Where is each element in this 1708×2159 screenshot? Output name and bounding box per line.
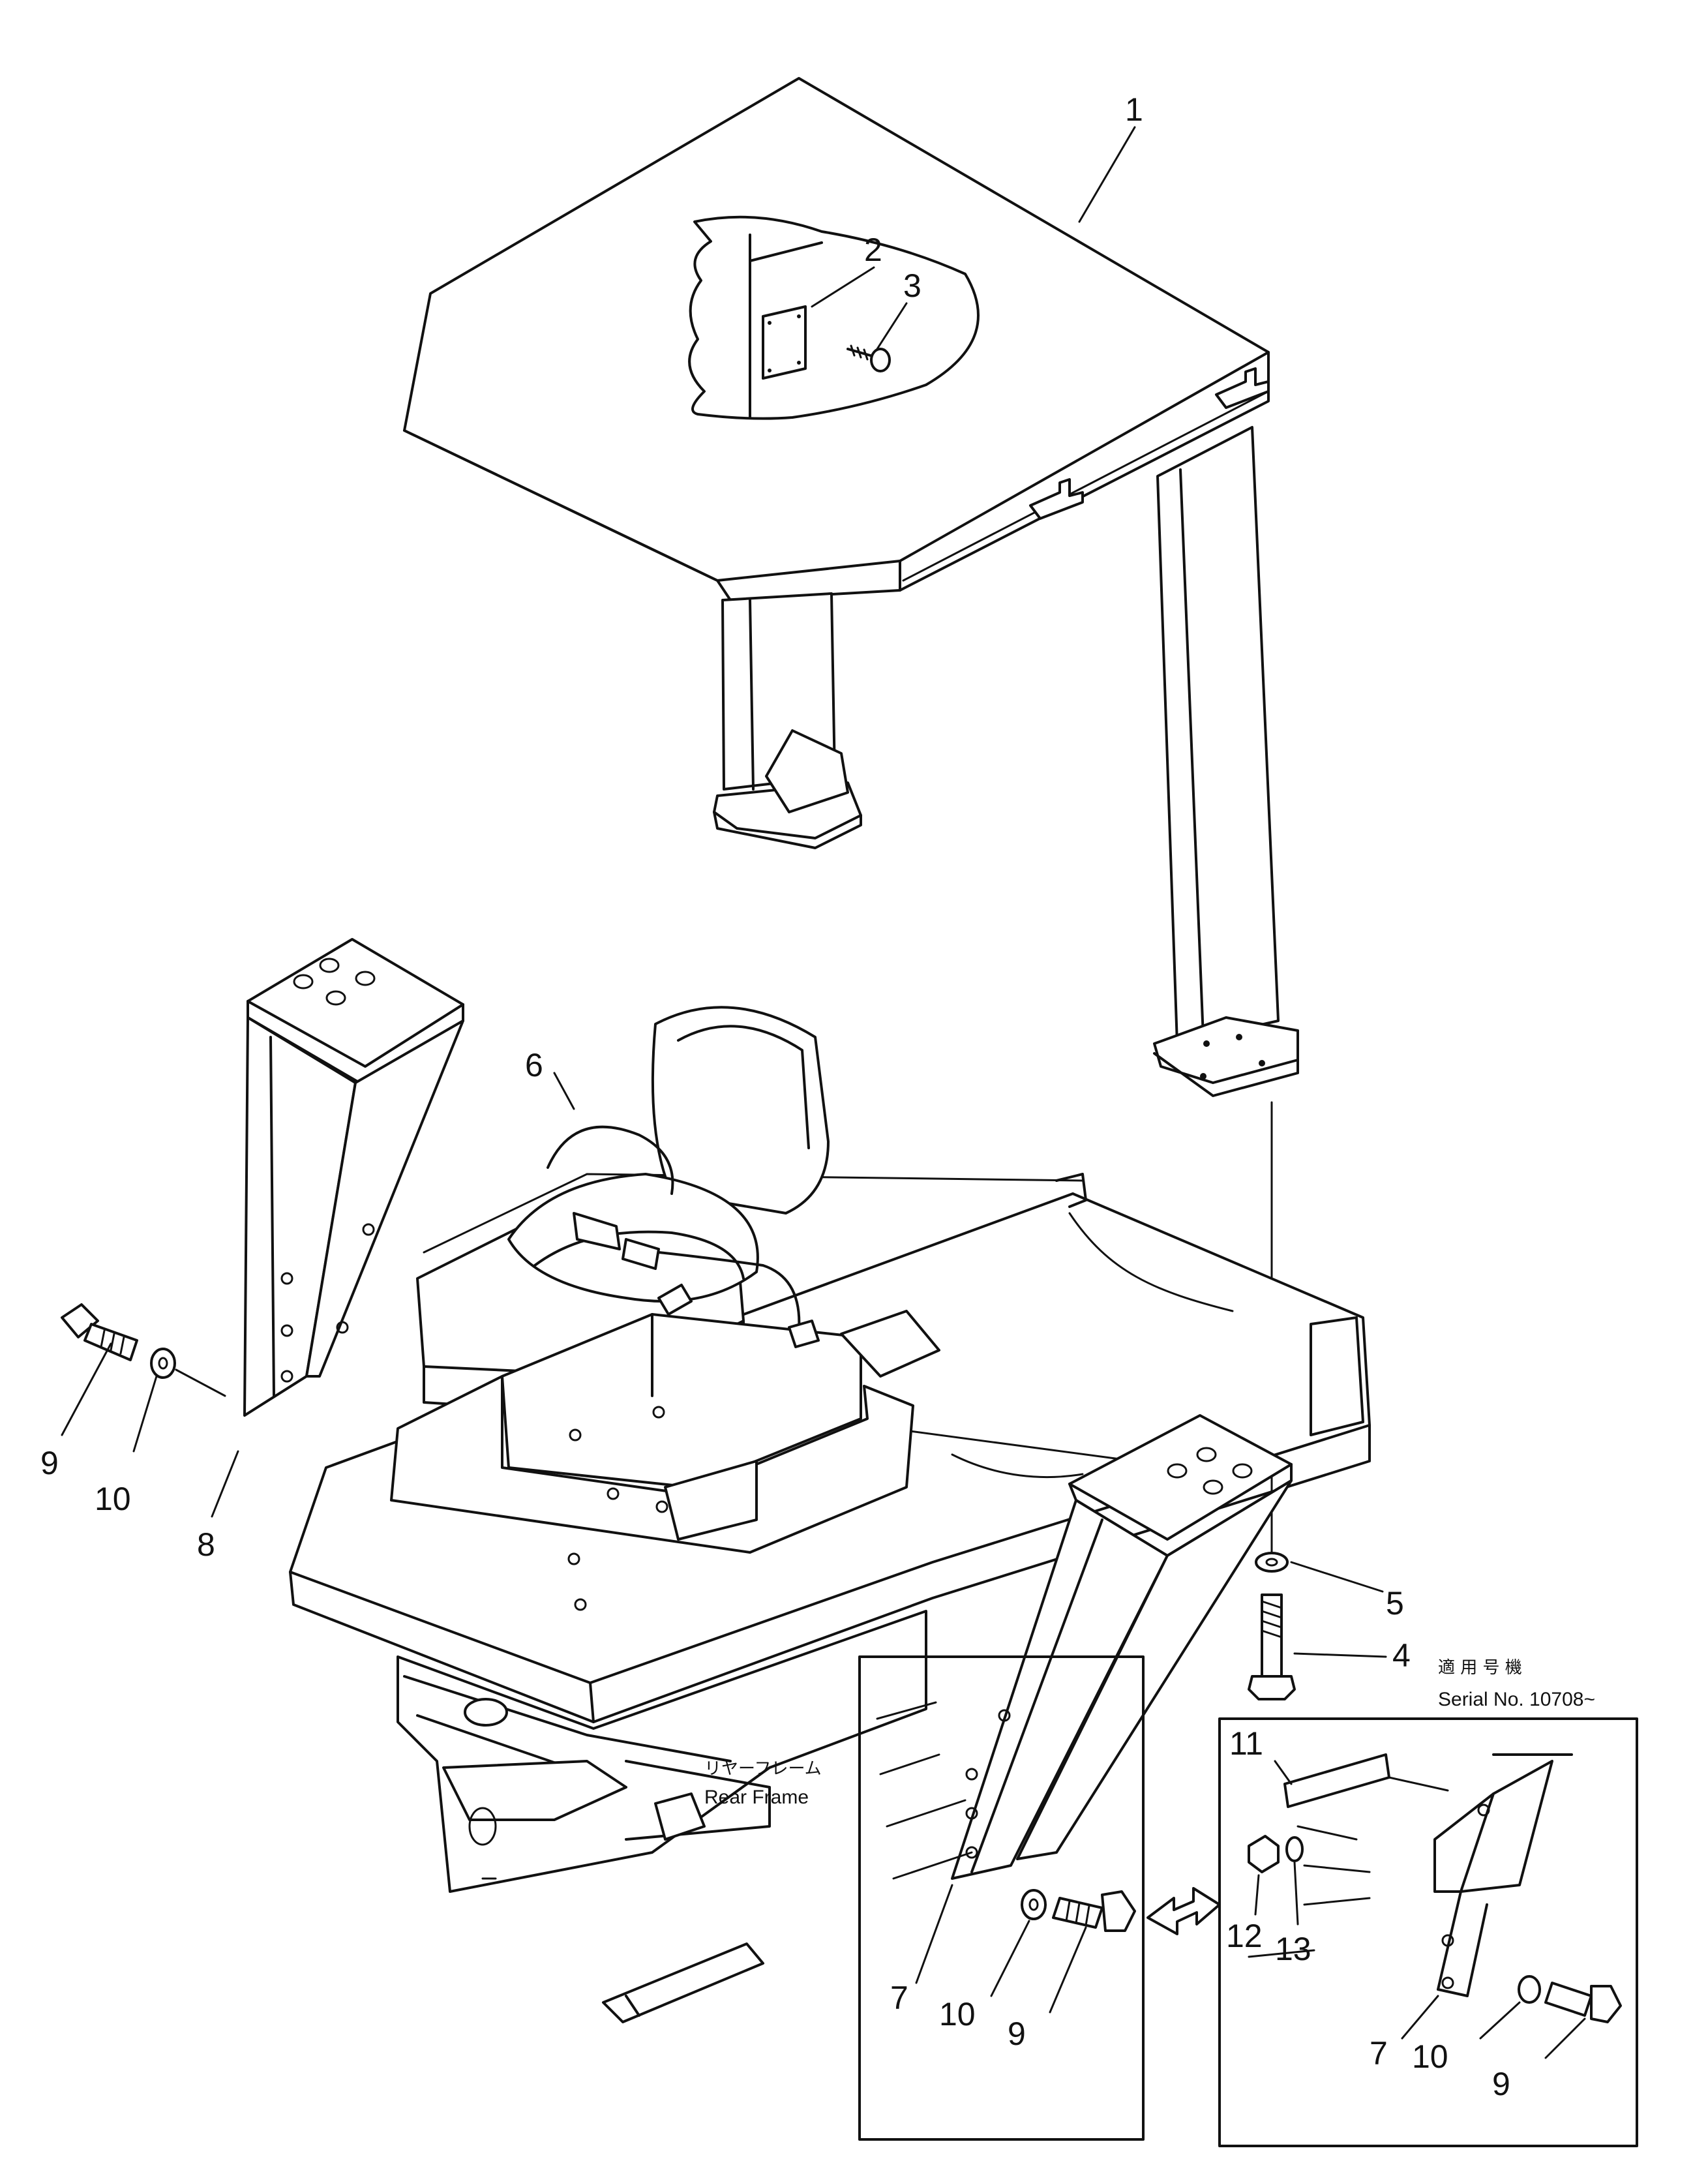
- callout-4: 4: [1392, 1637, 1411, 1674]
- callout-9-main: 9: [1008, 2016, 1026, 2052]
- washer-left-part: [150, 1348, 176, 1379]
- leader-10c: [1479, 2001, 1521, 2040]
- rear-frame-body: [289, 1006, 1371, 2023]
- alternative-arrow-icon: [1146, 1887, 1221, 1935]
- washer-part: [1255, 1552, 1289, 1573]
- callout-9-left: 9: [40, 1445, 59, 1481]
- canopy-post-left: [713, 592, 862, 849]
- nameplate-part: [762, 305, 807, 380]
- leader-7b: [1401, 1995, 1439, 2040]
- callout-10-left: 10: [95, 1481, 131, 1517]
- assembly-line-left: [175, 1368, 226, 1397]
- canopy-roof: [403, 77, 1270, 601]
- bolt-part: [1248, 1593, 1296, 1700]
- leader-10b: [990, 1920, 1030, 1997]
- callout-10-alt: 10: [1412, 2038, 1448, 2075]
- leader-5: [1290, 1561, 1384, 1593]
- inset-box-alternative: [1218, 1717, 1638, 2147]
- bracket-left-part: [243, 938, 464, 1417]
- inset-box-main: [858, 1655, 1145, 2141]
- rear-frame-label-en: Rear Frame: [704, 1787, 809, 1808]
- leader-2: [811, 266, 875, 308]
- callout-10-main: 10: [939, 1996, 976, 2032]
- leader-13: [1293, 1861, 1299, 1925]
- leader-9a: [61, 1342, 112, 1436]
- leader-7a: [915, 1884, 953, 1984]
- callout-7-alt: 7: [1370, 2035, 1388, 2072]
- callout-6: 6: [525, 1047, 543, 1083]
- rivet-part: [847, 344, 891, 372]
- callout-2: 2: [864, 232, 882, 268]
- bracket-right-part: [951, 1414, 1293, 1880]
- callout-13: 13: [1275, 1931, 1311, 1967]
- leader-6: [553, 1072, 575, 1110]
- callout-3: 3: [903, 267, 921, 304]
- seat-belt-part: [547, 1125, 820, 1348]
- callout-11: 11: [1229, 1725, 1263, 1762]
- rear-frame-label-jp: リヤーフレーム: [704, 1759, 822, 1779]
- callout-9-alt: 9: [1492, 2066, 1510, 2102]
- leader-1: [1078, 126, 1136, 223]
- serial-note-jp: 適 用 号 機: [1438, 1658, 1522, 1678]
- callout-12: 12: [1226, 1918, 1263, 1954]
- callout-7-main: 7: [890, 1980, 908, 2016]
- leader-12: [1254, 1874, 1260, 1916]
- serial-note-en: Serial No. 10708~: [1438, 1689, 1595, 1710]
- leader-10a: [132, 1375, 158, 1453]
- bolt-left-part: [61, 1303, 138, 1361]
- leader-9b: [1049, 1926, 1087, 2014]
- canopy-post-right: [1153, 426, 1299, 1097]
- leader-11: [1274, 1760, 1293, 1785]
- leader-9c: [1544, 2017, 1586, 2059]
- callout-5: 5: [1386, 1585, 1404, 1622]
- leader-3: [876, 302, 908, 350]
- callout-1: 1: [1125, 91, 1143, 128]
- leader-4: [1293, 1652, 1387, 1658]
- callout-8: 8: [197, 1526, 215, 1563]
- leader-8: [211, 1450, 239, 1518]
